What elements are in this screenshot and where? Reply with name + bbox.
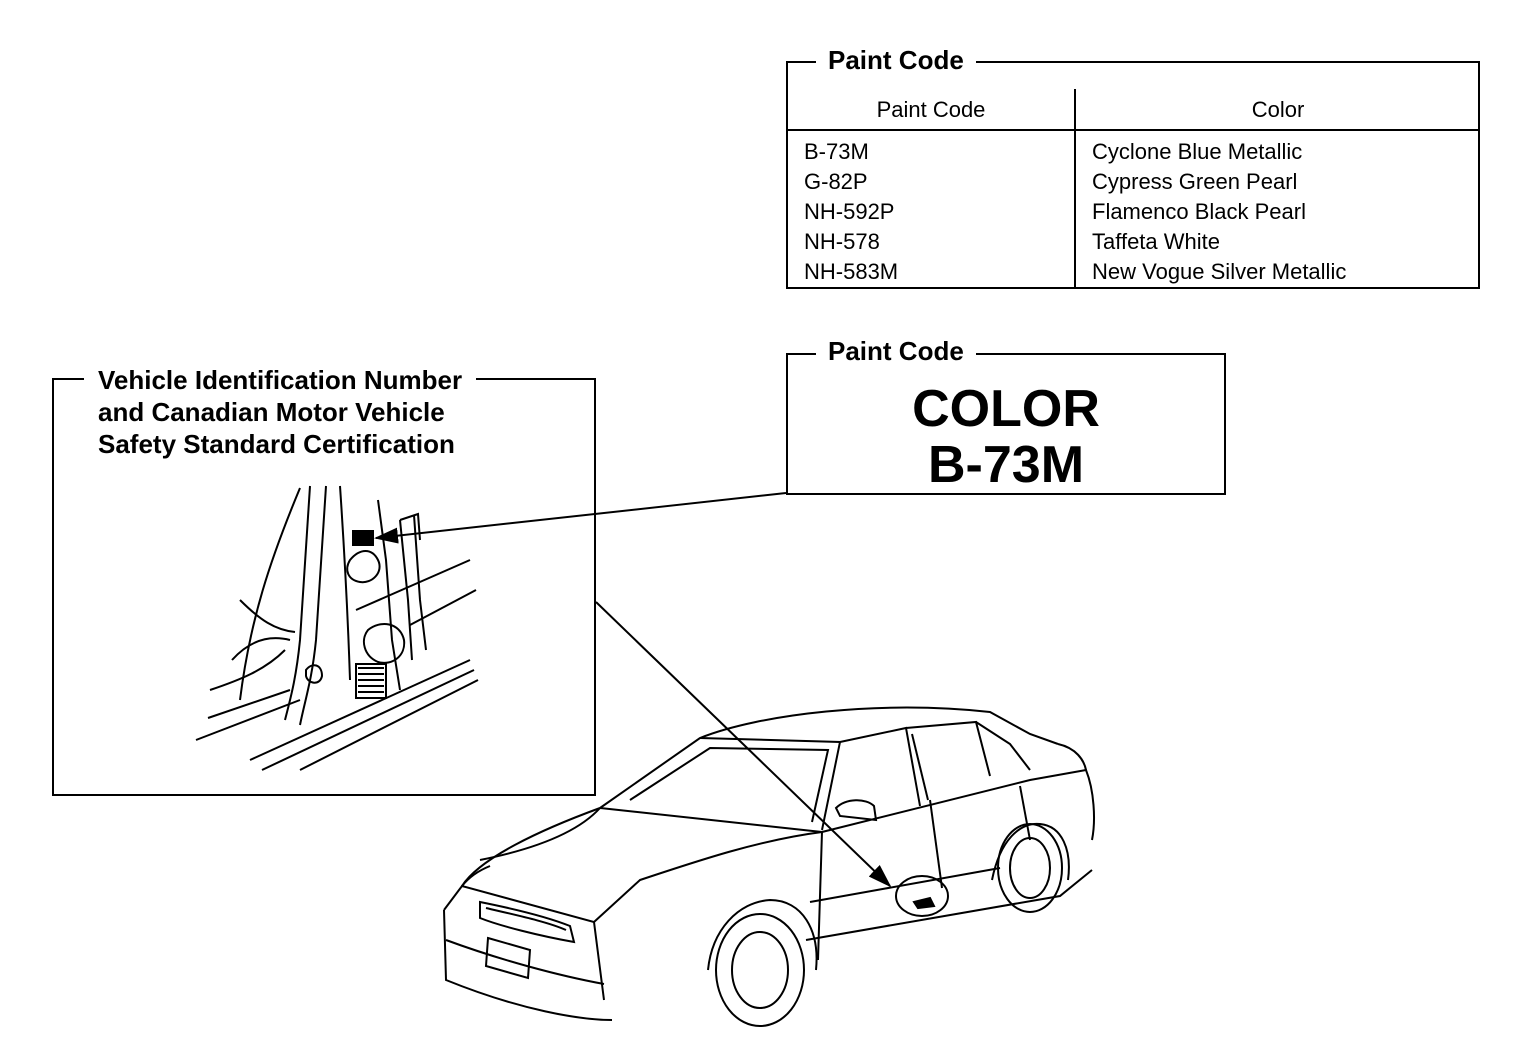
paint-code-cell: NH-592P — [804, 199, 895, 224]
table-row: NH-592P Flamenco Black Pearl — [788, 197, 1478, 227]
paint-code-table: Paint Code Paint Code Color B-73M Cyclon… — [786, 45, 1480, 289]
paint-code-label-title: Paint Code — [816, 336, 976, 366]
paint-code-cell: NH-583M — [804, 259, 899, 284]
color-column-header: Color — [1251, 97, 1305, 122]
paint-code-column-header: Paint Code — [876, 97, 986, 122]
door-jamb-illustration — [195, 485, 479, 771]
vin-detail-box: Vehicle Identification Number and Canadi… — [52, 364, 596, 796]
header-rule — [788, 129, 1478, 131]
paint-code-cell: G-82P — [804, 169, 868, 194]
color-cell: New Vogue Silver Metallic — [1092, 259, 1347, 284]
vin-title-line: Safety Standard Certification — [98, 429, 455, 459]
car-illustration — [443, 706, 1095, 1027]
paint-code-cell: NH-578 — [804, 229, 880, 254]
label-color-text: COLOR — [912, 380, 1100, 438]
color-cell: Taffeta White — [1092, 229, 1220, 254]
color-cell: Flamenco Black Pearl — [1092, 199, 1306, 224]
color-cell: Cyclone Blue Metallic — [1092, 139, 1303, 164]
paint-code-rows: B-73M Cyclone Blue Metallic G-82P Cypres… — [788, 137, 1478, 287]
paint-code-cell: B-73M — [804, 139, 869, 164]
vin-title-line: and Canadian Motor Vehicle — [98, 397, 445, 427]
label-leader-line — [374, 492, 787, 544]
table-row: G-82P Cypress Green Pearl — [788, 167, 1478, 197]
table-row: B-73M Cyclone Blue Metallic — [788, 137, 1478, 167]
vin-label-upper — [352, 530, 374, 546]
vin-detail-title: Vehicle Identification Number and Canadi… — [84, 364, 477, 460]
paint-code-table-title: Paint Code — [816, 45, 976, 75]
vin-label-lower — [355, 663, 387, 699]
vin-title-line: Vehicle Identification Number — [98, 365, 463, 395]
car-leader-line — [595, 601, 892, 888]
table-row: NH-583M New Vogue Silver Metallic — [788, 257, 1478, 287]
table-row: NH-578 Taffeta White — [788, 227, 1478, 257]
paint-code-label: Paint Code COLOR B-73M — [786, 336, 1226, 495]
label-code-text: B-73M — [927, 436, 1085, 494]
column-divider — [1074, 89, 1076, 287]
color-cell: Cypress Green Pearl — [1092, 169, 1298, 194]
